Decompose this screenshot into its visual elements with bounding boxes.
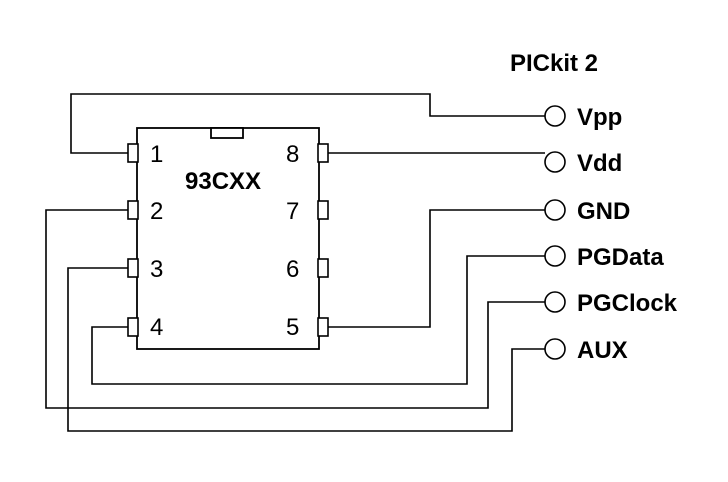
connector-pin-gnd: [544, 199, 566, 221]
signal-label-pgclock: PGClock: [577, 290, 678, 317]
connector-pin-pgdata: [544, 245, 566, 267]
pin-number-5: 5: [286, 314, 299, 341]
pin-number-3: 3: [150, 256, 163, 283]
pin-number-4: 4: [150, 314, 163, 341]
signal-label-gnd: GND: [577, 198, 630, 225]
ic-body: [136, 127, 320, 350]
ic-93cxx: 1 2 3 4 8 7 6 5 93CXX: [127, 127, 329, 350]
pickit2-connector: PICkit 2 Vpp Vdd GND PGData PGClock AUX: [510, 50, 678, 364]
wires: [45, 93, 545, 432]
ic-notch: [210, 127, 244, 139]
connector-pin-aux: [544, 338, 566, 360]
connector-pin-vpp: [544, 105, 566, 127]
pin-number-1: 1: [150, 141, 163, 168]
signal-label-vpp: Vpp: [577, 104, 622, 131]
pin-5: [317, 317, 329, 337]
pin-3: [127, 258, 139, 278]
chip-part-label: 93CXX: [185, 168, 261, 195]
connector-pin-vdd: [544, 151, 566, 173]
wire-pin1-vpp: [70, 93, 545, 154]
connector-pin-pgclock: [544, 291, 566, 313]
signal-label-vdd: Vdd: [577, 150, 622, 177]
signal-label-pgdata: PGData: [577, 244, 664, 271]
pin-7: [317, 200, 329, 220]
wire-pin2-pgclock: [45, 209, 545, 409]
signal-label-aux: AUX: [577, 337, 628, 364]
pin-1: [127, 143, 139, 163]
wire-pin3-aux: [67, 267, 545, 432]
pin-8: [317, 143, 329, 163]
pin-6: [317, 258, 329, 278]
pin-number-2: 2: [150, 198, 163, 225]
pin-number-8: 8: [286, 141, 299, 168]
pin-number-7: 7: [286, 198, 299, 225]
wire-pin4-pgdata: [91, 255, 545, 385]
pin-4: [127, 317, 139, 337]
connector-title: PICkit 2: [510, 50, 598, 77]
wire-pin5-gnd: [328, 209, 545, 328]
pin-number-6: 6: [286, 256, 299, 283]
pin-2: [127, 200, 139, 220]
